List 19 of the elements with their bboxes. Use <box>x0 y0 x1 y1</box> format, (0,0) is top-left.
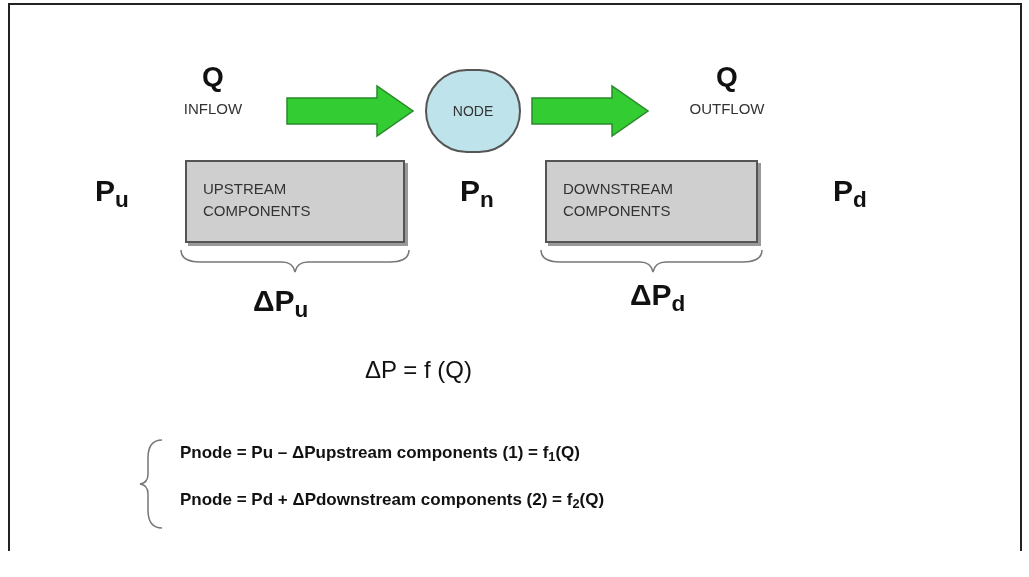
equation: ΔP = f (Q) <box>365 355 472 385</box>
component-label: UPSTREAM COMPONENTS <box>203 179 312 221</box>
equation: Pnode = Pd + ΔPdownstream components (2) = f$_{2}$(Q) <box>180 489 605 513</box>
flow-symbol: Q <box>202 60 224 94</box>
component-label: DOWNSTREAM COMPONENTS <box>563 179 674 221</box>
pressure-label: P$_{d}$ <box>833 173 867 213</box>
block-arrow <box>286 84 415 138</box>
pressure-label: P$_{n}$ <box>460 173 494 213</box>
component-box <box>545 160 758 243</box>
flow-label: INFLOW <box>183 99 243 119</box>
pressure-label: ΔP$_{d}$ <box>630 277 686 317</box>
flow-symbol: Q <box>716 60 738 94</box>
pressure-label: P$_{u}$ <box>95 173 129 213</box>
block-arrow <box>531 84 650 138</box>
flow-label: OUTFLOW <box>689 99 765 119</box>
node-label: NODE <box>452 101 494 121</box>
pressure-label: ΔP$_{u}$ <box>253 283 309 323</box>
component-box <box>185 160 405 243</box>
equation: Pnode = Pu – ΔPupstream components (1) = f$_{1}$(Q) <box>180 442 580 466</box>
